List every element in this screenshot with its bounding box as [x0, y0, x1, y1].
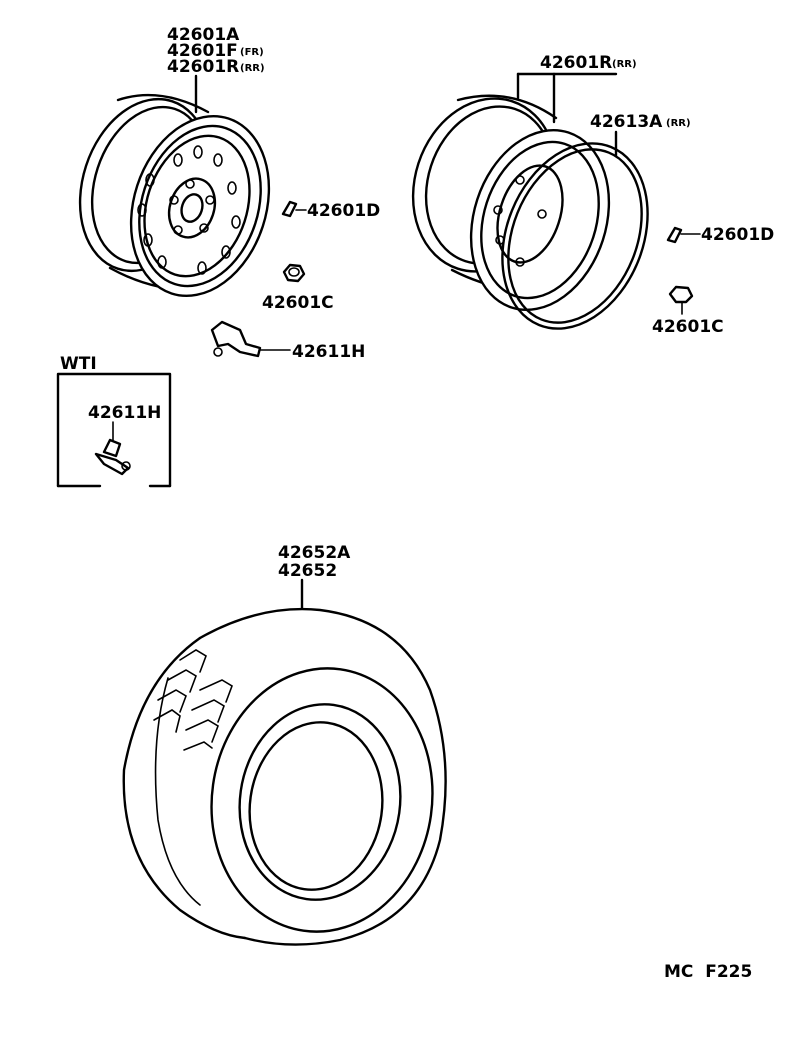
label-wti: WTI	[60, 354, 97, 374]
label-42601r-rear-note: (RR)	[612, 59, 637, 70]
nut-left-part	[282, 263, 306, 283]
tire	[122, 607, 447, 946]
wti-weight-part	[94, 438, 131, 476]
label-42652a: 42652A	[278, 543, 351, 563]
label-42601a: 42601A	[167, 25, 240, 45]
rim-ring	[501, 142, 649, 330]
ornament-left-part	[281, 200, 307, 218]
footer-code: MC F225	[664, 962, 752, 982]
leader-wheel-right	[516, 72, 618, 124]
wheel-left	[78, 93, 271, 298]
wheel-right	[411, 94, 611, 312]
balance-weight-part	[210, 320, 291, 358]
label-42601r: 42601R	[167, 57, 239, 77]
label-42601d-right: 42601D	[701, 225, 774, 245]
label-42601r-note: (RR)	[240, 63, 265, 74]
label-42601d-left: 42601D	[307, 201, 380, 221]
nut-right-part	[668, 285, 694, 315]
label-42601f: 42601F	[167, 41, 238, 61]
wti-box	[56, 372, 172, 488]
label-42611h: 42611H	[292, 342, 365, 362]
label-42601c-right: 42601C	[652, 317, 724, 337]
label-42611h-wti: 42611H	[88, 403, 161, 423]
label-42601f-note: (FR)	[240, 47, 264, 58]
label-42613a: 42613A	[590, 112, 663, 132]
label-42601c-left: 42601C	[262, 293, 334, 313]
label-42613a-note: (RR)	[666, 118, 691, 129]
label-42652: 42652	[278, 561, 337, 581]
label-42601r-rear: 42601R	[540, 53, 612, 73]
ornament-right-part	[666, 226, 701, 244]
